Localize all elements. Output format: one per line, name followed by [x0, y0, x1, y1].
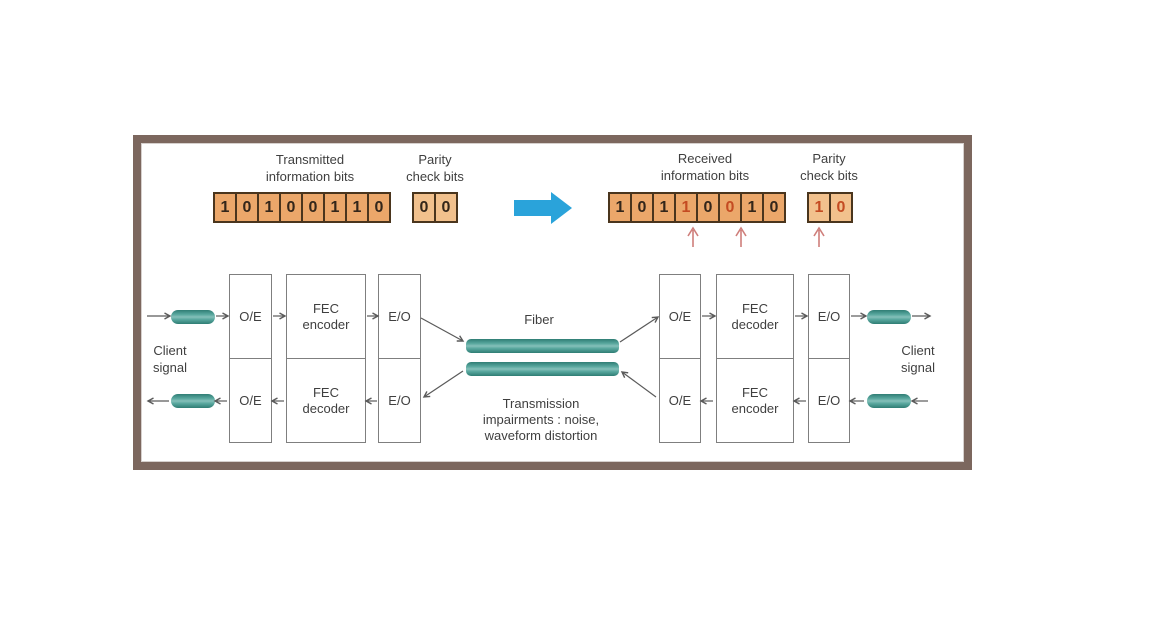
client-signal-label-left: Client signal — [140, 342, 200, 376]
client-fiber-segment-left-bottom — [171, 394, 215, 408]
received-bit-7: 0 — [762, 192, 786, 223]
received-info-bits-row: 1 0 1 1 0 0 1 0 — [608, 192, 786, 223]
right-oe-top-box: O/E — [659, 274, 701, 359]
client-right-line2: signal — [901, 360, 935, 375]
right-fec-encoder-box: FEC encoder — [716, 358, 794, 443]
right-fec-encoder-line2: encoder — [731, 400, 779, 416]
client-fiber-segment-left-top — [171, 310, 215, 324]
transmitted-bit-1: 0 — [235, 192, 259, 223]
transmitted-bit-5: 1 — [323, 192, 347, 223]
left-oe-bottom-box: O/E — [229, 358, 272, 443]
client-fiber-segment-right-bottom — [867, 394, 911, 408]
transmitted-bit-7: 0 — [367, 192, 391, 223]
transmitted-info-label-line1: Transmitted — [275, 152, 345, 167]
transmitted-bit-6: 1 — [345, 192, 369, 223]
left-eo-top-label: E/O — [388, 308, 411, 324]
left-fec-encoder-box: FEC encoder — [286, 274, 366, 359]
impairments-line2: impairments : noise, — [482, 412, 600, 427]
right-eo-bottom-label: E/O — [817, 392, 841, 408]
received-parity-bit-1: 0 — [829, 192, 853, 223]
client-left-line1: Client — [153, 343, 187, 358]
impairments-line3: waveform distortion — [484, 428, 598, 443]
received-bit-1: 0 — [630, 192, 654, 223]
left-fec-decoder-box: FEC decoder — [286, 358, 366, 443]
right-eo-bottom-box: E/O — [808, 358, 850, 443]
transmitted-info-bits-row: 1 0 1 0 0 1 1 0 — [213, 192, 391, 223]
transmitted-parity-label: Parity check bits — [385, 151, 485, 185]
transmitted-bit-0: 1 — [213, 192, 237, 223]
right-eo-top-label: E/O — [817, 308, 841, 324]
received-info-label-line2: information bits — [660, 168, 750, 183]
left-oe-bottom-label: O/E — [239, 392, 262, 408]
received-bit-0: 1 — [608, 192, 632, 223]
left-fec-encoder-line2: encoder — [302, 316, 350, 332]
left-oe-top-box: O/E — [229, 274, 272, 359]
right-fec-decoder-box: FEC decoder — [716, 274, 794, 359]
left-eo-bottom-label: E/O — [388, 392, 411, 408]
right-oe-bottom-box: O/E — [659, 358, 701, 443]
left-oe-top-label: O/E — [239, 308, 262, 324]
left-fec-encoder-line1: FEC — [312, 300, 339, 316]
left-fec-decoder-line1: FEC — [312, 384, 339, 400]
transmitted-info-label: Transmitted information bits — [213, 151, 407, 185]
received-bit-3: 1 — [674, 192, 698, 223]
impairments-label: Transmission impairments : noise, wavefo… — [446, 396, 636, 444]
transmitted-info-label-line2: information bits — [265, 169, 355, 184]
impairments-line1: Transmission — [502, 396, 580, 411]
received-parity-label-line2: check bits — [800, 168, 858, 183]
received-info-label-line1: Received — [677, 151, 733, 166]
left-fec-decoder-line2: decoder — [302, 400, 350, 416]
left-eo-bottom-box: E/O — [378, 358, 421, 443]
transmitted-parity-bit-0: 0 — [412, 192, 436, 223]
right-eo-top-box: E/O — [808, 274, 850, 359]
fiber-label: Fiber — [524, 312, 554, 327]
client-signal-label-right: Client signal — [888, 342, 948, 376]
client-fiber-segment-right-top — [867, 310, 911, 324]
right-fec-decoder-line2: decoder — [731, 316, 779, 332]
transmitted-parity-label-line2: check bits — [406, 169, 464, 184]
received-bit-5: 0 — [718, 192, 742, 223]
received-parity-bits-row: 1 0 — [807, 192, 853, 223]
left-eo-top-box: E/O — [378, 274, 421, 359]
received-parity-label-line1: Parity — [812, 151, 846, 166]
received-parity-label: Parity check bits — [779, 150, 879, 184]
transmitted-parity-bit-1: 0 — [434, 192, 458, 223]
client-left-line2: signal — [153, 360, 187, 375]
received-info-label: Received information bits — [608, 150, 802, 184]
transmitted-parity-label-line1: Parity — [418, 152, 452, 167]
fiber-bar-bottom — [466, 362, 619, 376]
transmitted-bit-2: 1 — [257, 192, 281, 223]
right-oe-top-label: O/E — [668, 308, 692, 324]
fiber-bar-top — [466, 339, 619, 353]
received-parity-bit-0: 1 — [807, 192, 831, 223]
received-bit-2: 1 — [652, 192, 676, 223]
received-bit-4: 0 — [696, 192, 720, 223]
right-oe-bottom-label: O/E — [668, 392, 692, 408]
transmitted-parity-bits-row: 0 0 — [412, 192, 458, 223]
transmitted-bit-4: 0 — [301, 192, 325, 223]
client-right-line1: Client — [901, 343, 935, 358]
right-fec-decoder-line1: FEC — [741, 300, 768, 316]
transmitted-bit-3: 0 — [279, 192, 303, 223]
right-fec-encoder-line1: FEC — [741, 384, 768, 400]
received-bit-6: 1 — [740, 192, 764, 223]
